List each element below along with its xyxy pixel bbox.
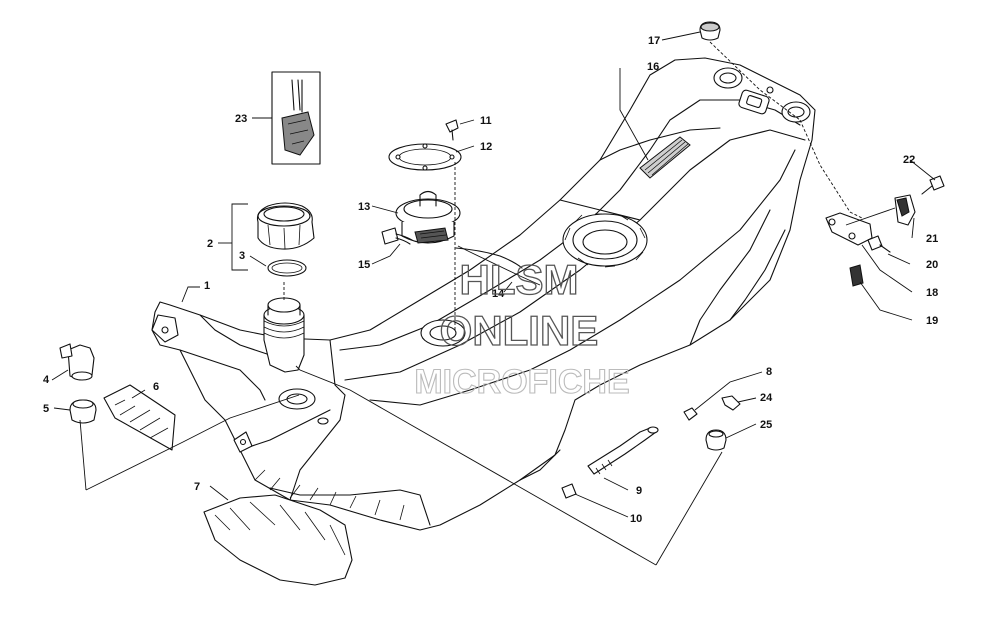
callout-16: 16	[647, 61, 659, 73]
callout-1: 1	[204, 280, 210, 292]
callout-4: 4	[43, 374, 50, 386]
callout-12: 12	[480, 141, 492, 153]
callout-8: 8	[766, 366, 772, 378]
callout-23: 23	[235, 113, 247, 125]
screw-20	[867, 235, 891, 253]
spacer-19	[849, 264, 864, 287]
grommet-5	[69, 399, 97, 424]
callout-24: 24	[760, 392, 773, 404]
callout-25: 25	[760, 419, 772, 431]
fuel-cap	[256, 202, 315, 250]
harness-15	[381, 227, 523, 269]
callout-22: 22	[903, 154, 915, 166]
gasket-12	[388, 143, 462, 171]
watermark: HLSM ONLINE MICROFICHE	[414, 255, 630, 401]
callout-21: 21	[926, 233, 938, 245]
callout-20: 20	[926, 259, 938, 271]
clip-21	[894, 194, 916, 226]
callout-6: 6	[153, 381, 159, 393]
grommet-25	[705, 429, 727, 451]
callout-11: 11	[480, 115, 492, 127]
watermark-line-2: ONLINE	[440, 307, 599, 354]
callout-labels: 1 2 3 4 5 6 7 8 9 10 11 12 13 14 15 16 1…	[43, 35, 938, 525]
label-pad	[639, 136, 691, 179]
leader-lines	[51, 31, 936, 566]
callout-18: 18	[926, 287, 938, 299]
filler-neck	[263, 297, 305, 373]
pad-6	[103, 384, 176, 451]
callout-5: 5	[43, 403, 49, 415]
watermark-line-3: MICROFICHE	[414, 363, 629, 401]
watermark-line-1: HLSM	[460, 256, 579, 303]
screw-22	[921, 175, 945, 195]
bracket-18	[825, 212, 873, 246]
fitting-24	[721, 395, 741, 411]
callout-7: 7	[194, 481, 200, 493]
fitting-4	[59, 343, 95, 381]
sensor-23	[271, 71, 321, 165]
o-ring	[267, 259, 307, 277]
fuel-sender-13	[395, 190, 461, 244]
callout-15: 15	[358, 259, 370, 271]
callout-10: 10	[630, 513, 642, 525]
callout-13: 13	[358, 201, 370, 213]
clamp-8	[683, 407, 698, 421]
shield-7	[203, 494, 353, 586]
screw-11	[445, 119, 459, 141]
callout-17: 17	[648, 35, 660, 47]
callout-3: 3	[239, 250, 245, 262]
callout-19: 19	[926, 315, 938, 327]
callout-2: 2	[207, 238, 213, 250]
clamp-10	[561, 483, 577, 499]
callout-9: 9	[636, 485, 642, 497]
callout-14: 14	[492, 288, 505, 300]
plug-17	[699, 21, 721, 41]
hose-9	[587, 426, 659, 475]
